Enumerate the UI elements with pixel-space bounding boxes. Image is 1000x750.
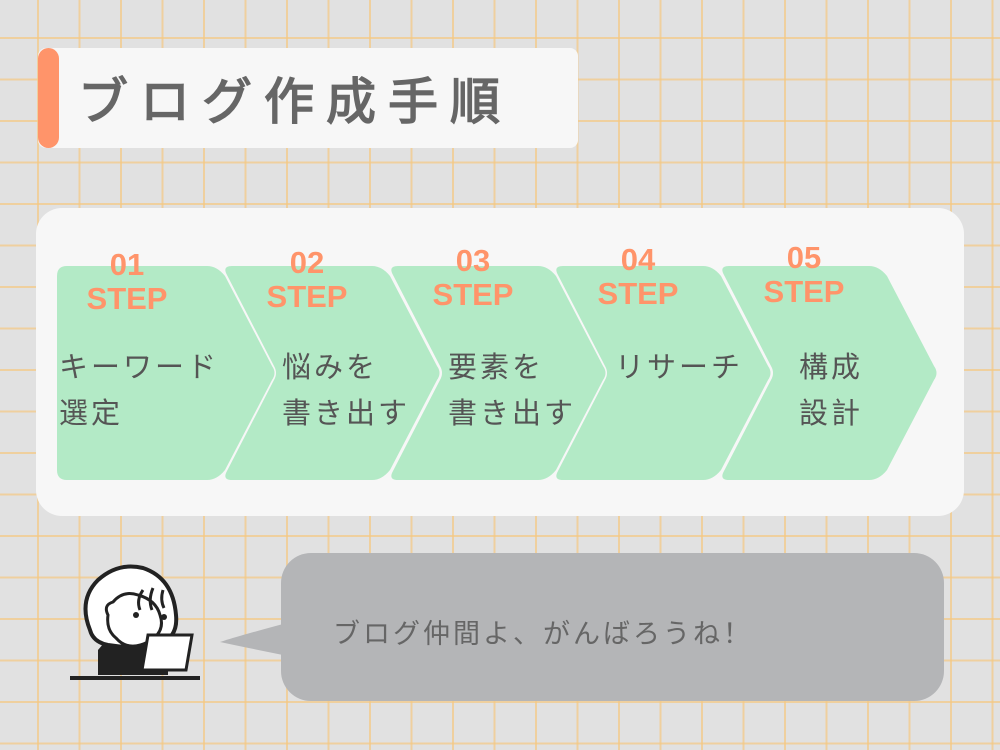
step-number: 02 (289, 245, 325, 280)
step-number: 01 (109, 247, 145, 282)
step-label: STEP (597, 276, 679, 311)
speech-bubble-tail (220, 620, 298, 658)
chevron-shape (225, 266, 440, 480)
step-label: STEP (86, 281, 168, 316)
title-box (38, 48, 578, 148)
title-accent-bar (38, 48, 59, 148)
step-text: 悩みを 書き出す (282, 350, 411, 430)
chevron-shape (391, 266, 606, 480)
step-label: STEP (763, 274, 845, 309)
speech-text: ブログ仲間よ、がんばろうね！ (333, 619, 753, 650)
page-title: ブログ作成手順 (78, 73, 512, 131)
step-chevron-5: 05 STEP 構成 設計 (719, 241, 941, 480)
step-chevron-2: 02 STEP 悩みを 書き出す (222, 246, 444, 480)
step-number: 04 (620, 242, 656, 277)
step-text: 要素を 書き出す (448, 350, 577, 430)
step-label: STEP (266, 279, 348, 314)
step-text: リサーチ (615, 350, 744, 384)
step-chevron-3: 03 STEP 要素を 書き出す (388, 244, 610, 480)
step-label: STEP (432, 277, 514, 312)
chevron-shape (556, 266, 771, 480)
step-chevron-4: 04 STEP リサーチ (553, 243, 775, 480)
step-text: 構成 設計 (799, 350, 864, 430)
speech-bubble (281, 553, 944, 701)
girl-with-laptop-illustration (68, 560, 208, 689)
step-number: 05 (786, 240, 822, 275)
step-chevron-1: 01 STEP キーワード 選定 (57, 248, 279, 480)
step-text: キーワード 選定 (59, 350, 220, 430)
step-number: 03 (455, 243, 491, 278)
chevron-shape (722, 266, 937, 480)
chevron-shape (57, 266, 275, 480)
